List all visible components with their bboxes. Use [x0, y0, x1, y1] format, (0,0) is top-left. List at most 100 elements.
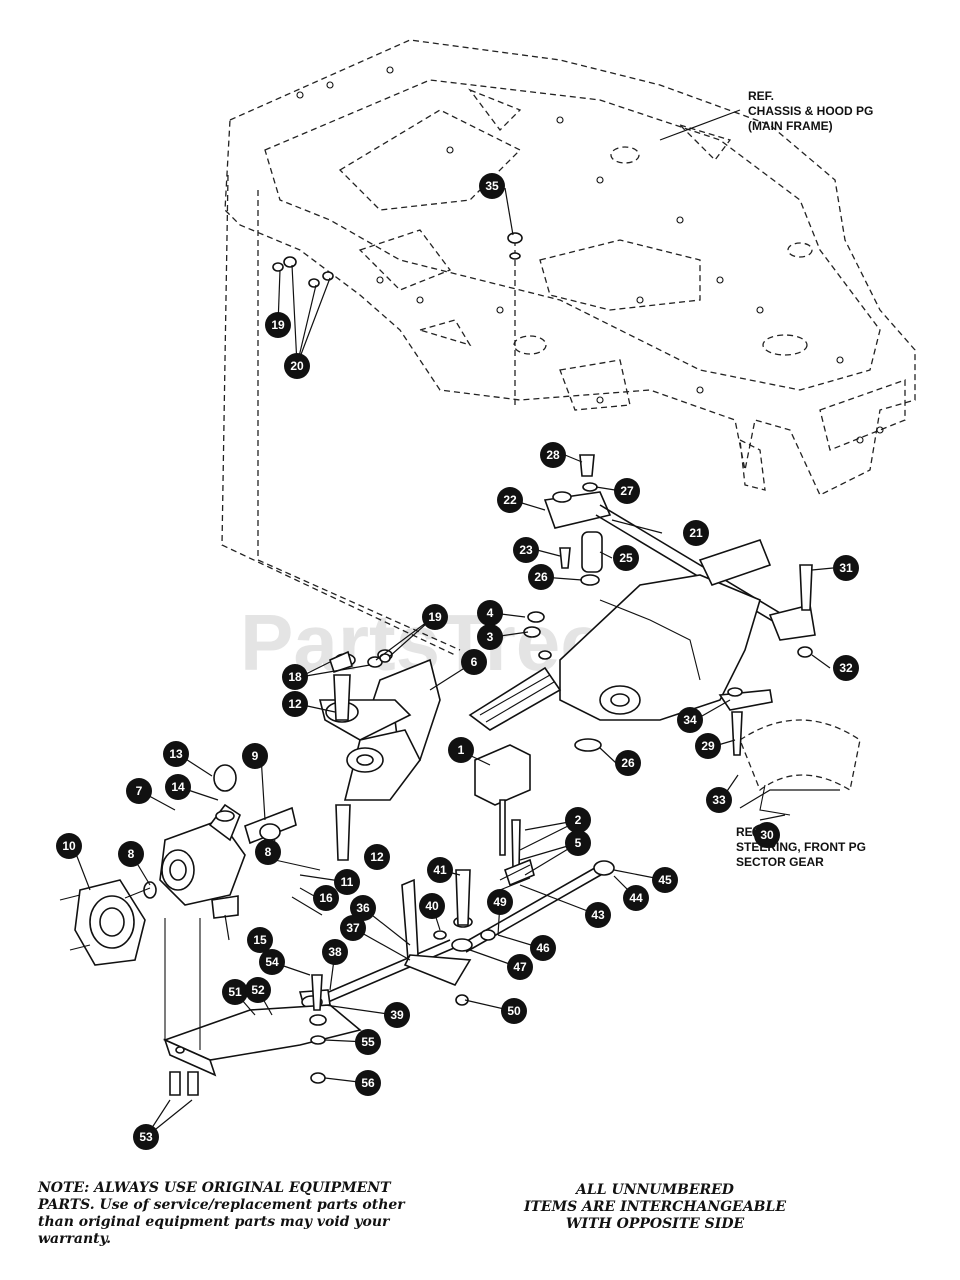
callout-36: 36	[350, 895, 376, 921]
callout-label: 43	[591, 908, 605, 922]
callout-6: 6	[461, 649, 487, 675]
callout-label: 55	[361, 1035, 375, 1049]
callout-label: 19	[428, 610, 442, 624]
callout-label: 33	[712, 793, 726, 807]
callout-7: 7	[126, 778, 152, 804]
callout-label: 47	[513, 960, 527, 974]
callout-4: 4	[477, 600, 503, 626]
callout-label: 20	[290, 359, 304, 373]
callout-label: 10	[62, 839, 76, 853]
callout-label: 7	[136, 784, 143, 798]
bracket-1	[474, 744, 535, 887]
callout-label: 12	[288, 697, 302, 711]
callout-34: 34	[677, 707, 703, 733]
callout-49: 49	[487, 889, 513, 915]
sector-gear-reference	[718, 687, 861, 840]
steering-ref-line1: REF.	[736, 825, 762, 839]
callout-label: 1	[458, 743, 465, 757]
callout-26-mid: 26	[615, 750, 641, 776]
callout-label: 25	[619, 551, 633, 565]
callout-35: 35	[479, 173, 505, 199]
callout-43: 43	[585, 902, 611, 928]
chassis-ref-line2: CHASSIS & HOOD PG	[748, 104, 873, 118]
callout-39: 39	[384, 1002, 410, 1028]
callout-40: 40	[419, 893, 445, 919]
callout-label: 3	[487, 630, 494, 644]
callout-2: 2	[565, 807, 591, 833]
callout-10: 10	[56, 833, 82, 859]
callout-label: 49	[493, 895, 507, 909]
callout-label: 52	[251, 983, 265, 997]
callout-38: 38	[322, 939, 348, 965]
callout-13: 13	[163, 741, 189, 767]
callout-label: 39	[390, 1008, 404, 1022]
callout-label: 46	[536, 941, 550, 955]
callout-label: 35	[485, 179, 499, 193]
callout-label: 26	[534, 570, 548, 584]
callout-45: 45	[652, 867, 678, 893]
callout-32: 32	[833, 655, 859, 681]
callout-37: 37	[340, 915, 366, 941]
callout-label: 44	[629, 891, 643, 905]
callout-47: 47	[507, 954, 533, 980]
steering-ref-leader	[759, 814, 786, 821]
callout-46: 46	[530, 935, 556, 961]
warranty-note-line: warranty.	[38, 1231, 111, 1247]
callout-14: 14	[165, 774, 191, 800]
callout-label: 14	[171, 780, 185, 794]
callout-23: 23	[513, 537, 539, 563]
front-hub	[59, 879, 157, 966]
interchangeable-note-line: ITEMS ARE INTERCHANGEABLE	[523, 1199, 787, 1215]
callout-label: 56	[361, 1076, 375, 1090]
callout-label: 13	[169, 747, 183, 761]
callout-label: 18	[288, 670, 302, 684]
callout-15: 15	[247, 927, 273, 953]
callout-52: 52	[245, 977, 271, 1003]
callout-5: 5	[565, 830, 591, 856]
callout-label: 21	[689, 526, 703, 540]
callout-12-bottom: 12	[364, 844, 390, 870]
callout-label: 30	[760, 828, 774, 842]
mount-hardware	[272, 232, 523, 674]
callout-20: 20	[284, 353, 310, 379]
interchangeable-note-line: ALL UNNUMBERED	[576, 1182, 734, 1198]
callout-50: 50	[501, 998, 527, 1024]
chassis-ref-leader	[659, 109, 741, 141]
callout-51: 51	[222, 979, 248, 1005]
callout-26-top: 26	[528, 564, 554, 590]
upper-linkage	[543, 454, 816, 658]
callout-label: 36	[356, 901, 370, 915]
transaxle-assembly	[468, 539, 772, 752]
callout-9: 9	[242, 743, 268, 769]
callout-11: 11	[334, 869, 360, 895]
callout-8-left: 8	[118, 841, 144, 867]
warranty-note-line: PARTS. Use of service/replacement parts …	[38, 1197, 405, 1213]
callout-label: 28	[546, 448, 560, 462]
callout-label: 26	[621, 756, 635, 770]
callout-19-mid: 19	[422, 604, 448, 630]
callout-label: 31	[839, 561, 853, 575]
steering-reference: REF. STEERING, FRONT PG SECTOR GEAR	[736, 825, 866, 869]
steering-ref-line2: STEERING, FRONT PG	[736, 840, 866, 854]
callout-33: 33	[706, 787, 732, 813]
callout-label: 8	[128, 847, 135, 861]
callout-18: 18	[282, 664, 308, 690]
callout-16: 16	[313, 885, 339, 911]
callout-label: 51	[228, 985, 242, 999]
steering-support	[318, 649, 441, 861]
callout-label: 11	[341, 875, 354, 889]
callout-56: 56	[355, 1070, 381, 1096]
callout-29: 29	[695, 733, 721, 759]
callout-label: 9	[252, 749, 259, 763]
interchangeable-note: ALL UNNUMBERED ITEMS ARE INTERCHANGEABLE…	[500, 1182, 810, 1233]
chassis-reference: REF. CHASSIS & HOOD PG (MAIN FRAME)	[748, 89, 873, 133]
callout-21: 21	[683, 520, 709, 546]
callout-label: 45	[658, 873, 672, 887]
callout-44: 44	[623, 885, 649, 911]
callout-label: 16	[319, 891, 333, 905]
callout-label: 34	[683, 713, 697, 727]
chassis-ref-line3: (MAIN FRAME)	[748, 119, 833, 133]
callout-label: 50	[507, 1004, 521, 1018]
callout-label: 23	[519, 543, 533, 557]
